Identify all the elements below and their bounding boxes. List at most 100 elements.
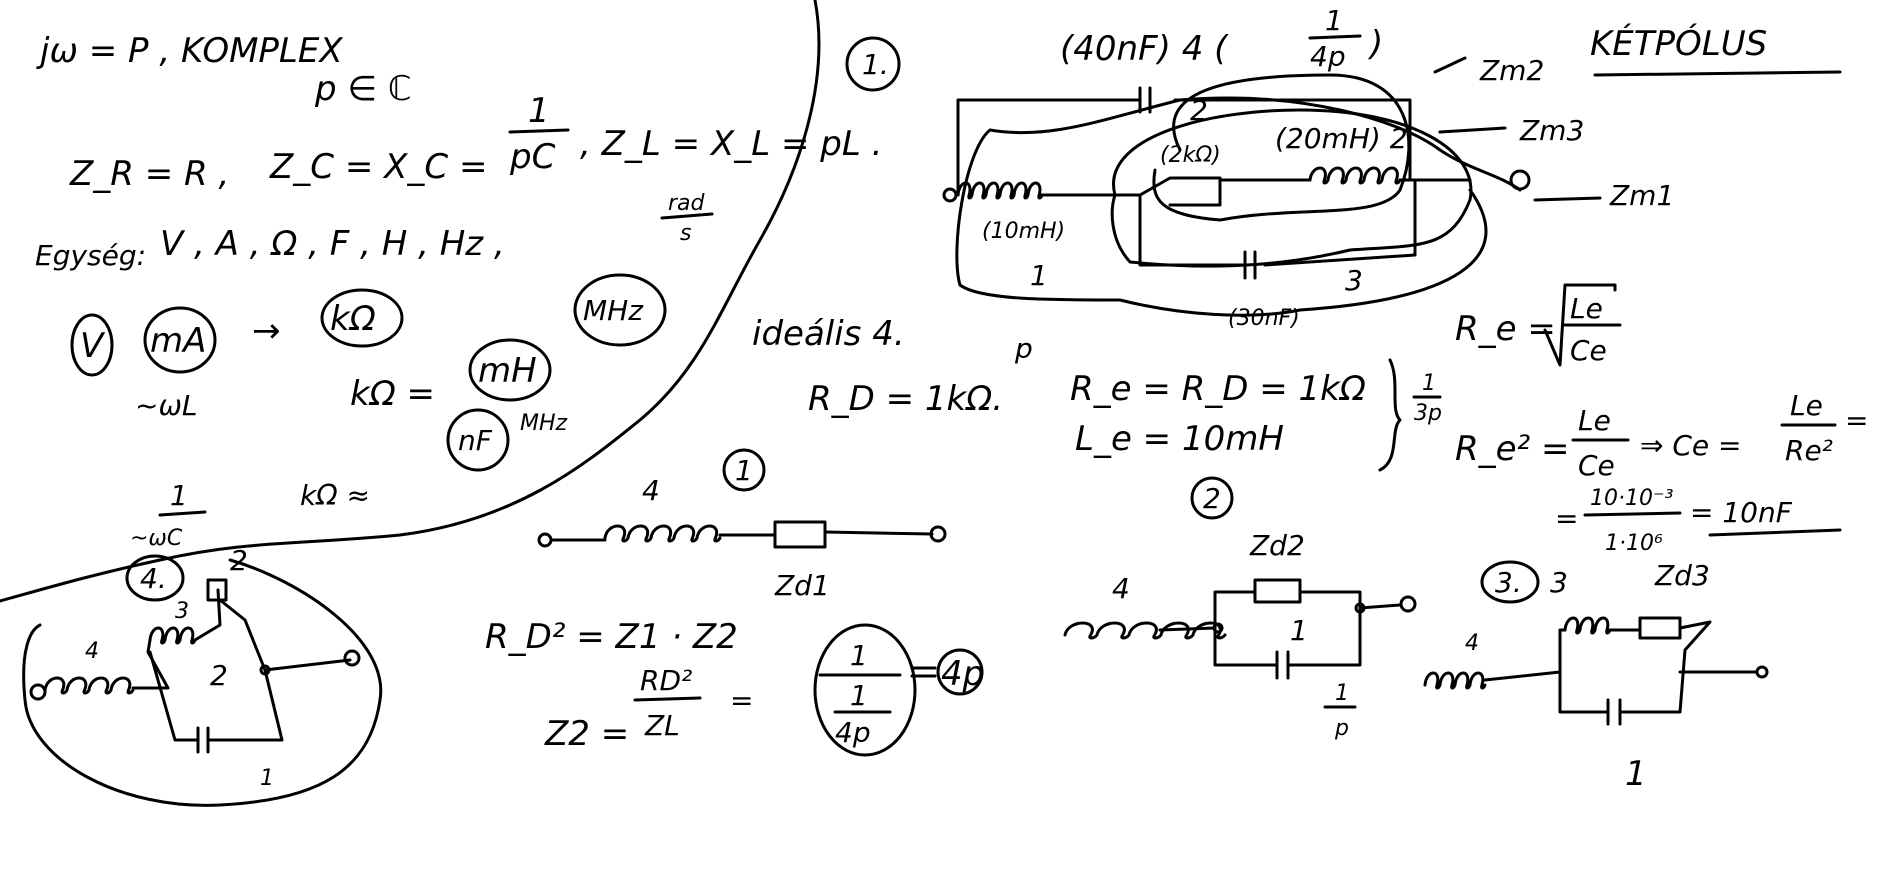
terminal xyxy=(1399,595,1417,613)
circle-mark xyxy=(813,623,917,757)
resistor xyxy=(773,520,827,549)
note-arrow: → xyxy=(252,311,281,351)
section2-calculation: R_e = R_D = 1kΩ L_e = 10mH 1 3p R_e = Le… xyxy=(1070,283,1868,556)
note-units-label: Egység: xyxy=(35,239,146,272)
node xyxy=(1212,622,1224,634)
label-zm3: Zm3 xyxy=(1519,114,1584,147)
circuit4-n4: 4 xyxy=(85,639,99,664)
frac-den: Ce xyxy=(1578,449,1615,482)
calc-result: = 10nF xyxy=(1690,496,1793,529)
circle-mark xyxy=(936,648,984,696)
inductor xyxy=(148,626,197,645)
badge-circle xyxy=(1480,560,1540,604)
inductor-10mh xyxy=(956,181,1044,200)
circuit3-n3: 3 xyxy=(1550,566,1568,599)
note-wc-num: 1 xyxy=(170,479,188,512)
note-s: s xyxy=(680,221,691,246)
capacitor xyxy=(1275,650,1290,680)
ce-eq: = xyxy=(1845,404,1868,437)
ce-den: Re² xyxy=(1785,434,1833,467)
fraction-bar xyxy=(1583,511,1682,517)
fraction-bar xyxy=(1308,34,1362,40)
section2-badge: 2 xyxy=(1203,482,1221,515)
label-node1: 1 xyxy=(1030,259,1048,292)
inner-den-den: 4p xyxy=(835,716,871,749)
brace xyxy=(1378,358,1402,472)
note-mh: mH xyxy=(478,351,537,391)
label-zm1: Zm1 xyxy=(1609,179,1674,212)
inductor xyxy=(1423,671,1487,690)
node xyxy=(259,664,271,676)
result-underline xyxy=(1708,528,1842,537)
note-zc-den: pC xyxy=(509,137,556,177)
z2-result: 4p xyxy=(941,654,984,694)
note-v: V xyxy=(80,326,106,366)
note-mhz: MHz xyxy=(583,294,644,327)
z2-eq: = xyxy=(730,684,753,717)
inner-den-num: 1 xyxy=(850,679,868,712)
note-ma: mA xyxy=(150,321,206,361)
divider-curve xyxy=(0,0,821,603)
circuit3: 3. 3 Zd3 4 1 xyxy=(1423,559,1769,794)
calc-num: 10·10⁻³ xyxy=(1590,486,1674,511)
fraction-bar xyxy=(508,128,570,134)
circuit2-p-num: 1 xyxy=(1335,681,1349,706)
note-mhz2: MHz xyxy=(520,411,568,436)
terminal xyxy=(942,187,958,203)
inductor xyxy=(603,524,722,543)
circle-mark xyxy=(320,288,404,348)
node xyxy=(1354,602,1366,614)
top-den: 4p xyxy=(1310,40,1346,73)
wire xyxy=(549,530,934,542)
brace-num: 1 xyxy=(1422,371,1436,396)
circle-mark xyxy=(70,313,114,377)
wire xyxy=(1483,620,1757,714)
top-close: ) xyxy=(1367,24,1383,64)
terminal xyxy=(343,649,361,667)
circuit4: 4. 2 3 4 2 1 xyxy=(22,544,383,807)
label-node3: 3 xyxy=(1345,264,1363,297)
loop-zm1 xyxy=(955,96,1522,317)
outline-loop xyxy=(22,558,383,807)
eq-re2: R_e² = xyxy=(1455,429,1569,469)
circuit3-n1: 1 xyxy=(1625,754,1647,794)
frac-num: Le xyxy=(1578,404,1611,437)
circuit2-label: Zd2 xyxy=(1249,529,1305,562)
label-node2: 2 xyxy=(1190,94,1208,127)
title-ketpolus: KÉTPÓLUS xyxy=(1590,23,1767,64)
circuit1-label: Zd1 xyxy=(774,569,830,602)
resistor xyxy=(1638,616,1682,640)
badge-circle xyxy=(1190,476,1234,520)
circuit2-n1: 1 xyxy=(1290,614,1308,647)
circuit3-n4: 4 xyxy=(1465,631,1479,656)
capacitor xyxy=(196,726,210,754)
note-wc-den: ~ωC xyxy=(130,526,183,551)
loop-zm2 xyxy=(1152,73,1411,222)
capacitor xyxy=(1606,698,1622,726)
circuit4-n2: 2 xyxy=(230,544,248,577)
fraction-bar xyxy=(158,510,207,517)
terminal xyxy=(929,525,947,543)
section1-ketpolus: 1. (40nF) 4 ( 1 4p ) KÉTPÓLUS Zm2 Zm3 Zm… xyxy=(752,4,1842,419)
note-kohm3: kΩ ≈ xyxy=(300,479,370,512)
circuit4-n3: 3 xyxy=(175,599,189,624)
left-notes: jω = P , KOMPLEX p ∈ ℂ Z_R = R , Z_C = X… xyxy=(35,31,882,551)
section1-badge: 1. xyxy=(862,48,889,81)
badge-circle xyxy=(722,448,766,492)
note-nf: nF xyxy=(458,424,493,457)
note-wl: ~ωL xyxy=(135,389,198,422)
sqrt-sign xyxy=(1543,283,1617,367)
calc-eq: = xyxy=(1555,502,1578,535)
fraction-bar xyxy=(633,696,702,702)
eq-le: L_e = 10mH xyxy=(1075,419,1284,459)
note-kohm: kΩ xyxy=(330,299,376,339)
eq-rd2: R_D² = Z1 · Z2 xyxy=(485,617,738,657)
fraction-bar xyxy=(660,212,714,220)
badge-circle xyxy=(125,554,185,602)
circuit2: Zd2 4 1 1 p xyxy=(1063,529,1417,741)
ce-num: Le xyxy=(1790,389,1823,422)
inductor xyxy=(43,676,135,695)
circle-mark xyxy=(573,273,667,347)
label-p: p xyxy=(1014,332,1033,365)
